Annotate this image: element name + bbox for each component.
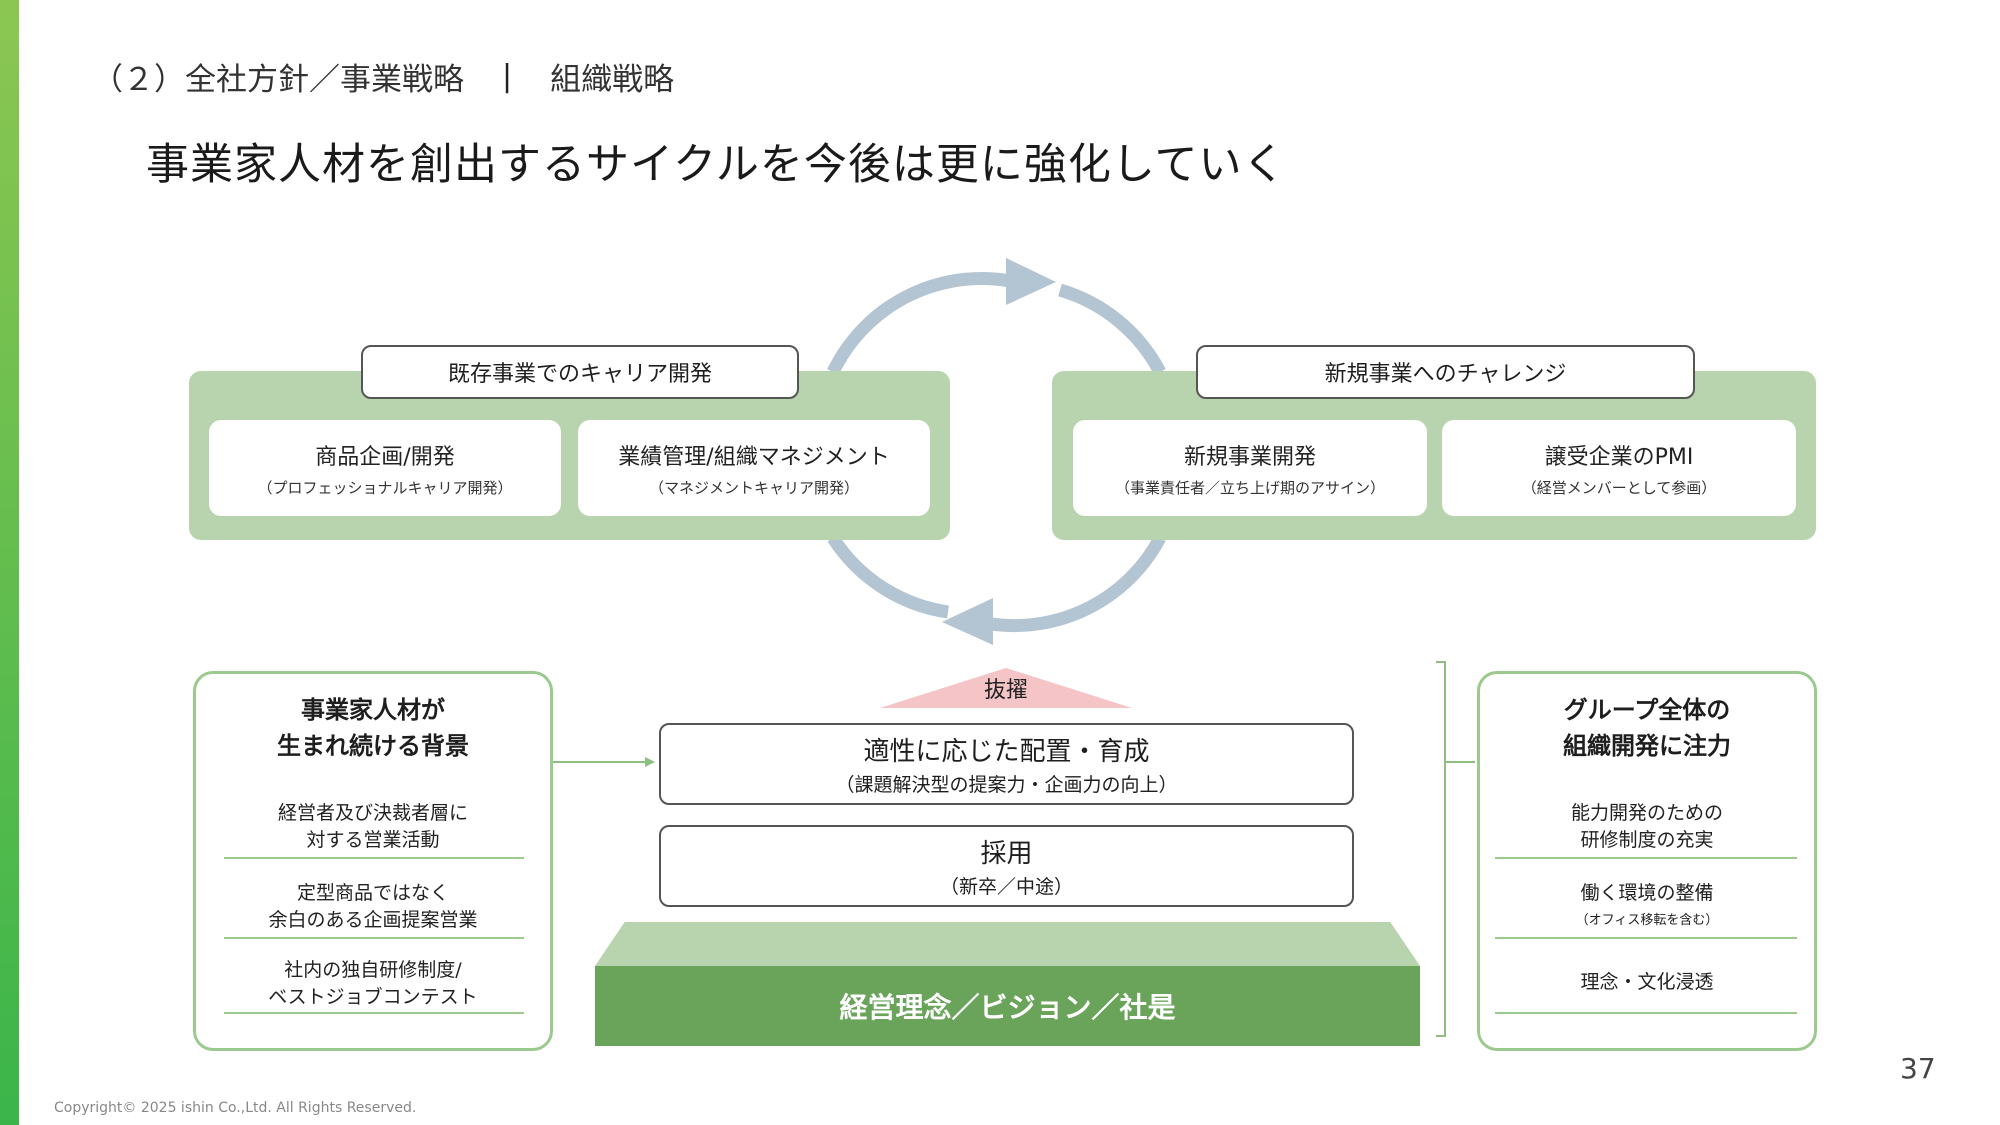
- hiring-subtitle: （新卒／中途）: [939, 876, 1073, 898]
- title-line: グループ全体の: [1563, 696, 1731, 724]
- background-item: 経営者及び決裁者層に 対する営業活動: [196, 800, 550, 854]
- foundation-block: 経営理念／ビジョン／社是: [595, 966, 1420, 1046]
- background-box-title: 事業家人材が 生まれ続ける背景: [196, 692, 550, 764]
- group-box: グループ全体の 組織開発に注力 能力開発のための 研修制度の充実 働く環境の整備…: [1477, 671, 1817, 1051]
- card-title: 商品企画/開発: [315, 444, 455, 470]
- connector-arrowhead: [645, 757, 655, 767]
- cycle-arc-top-right: [1058, 283, 1166, 376]
- group-item: 能力開発のための 研修制度の充実: [1480, 800, 1814, 854]
- hiring-box: 採用 （新卒／中途）: [659, 825, 1354, 907]
- divider: [1495, 1012, 1797, 1014]
- item-line: 理念・文化浸透: [1580, 971, 1714, 993]
- cycle-arc-top-left: [827, 272, 1022, 375]
- divider: [1495, 937, 1797, 939]
- card-subtitle: （経営メンバーとして参画）: [1521, 478, 1717, 497]
- card-title: 業績管理/組織マネジメント: [618, 444, 890, 470]
- item-line: 研修制度の充実: [1580, 829, 1714, 851]
- cycle-arrowhead-top: [1006, 258, 1056, 305]
- placement-title: 適性に応じた配置・育成: [863, 737, 1150, 767]
- divider: [224, 857, 524, 859]
- item-line: 働く環境の整備: [1580, 882, 1714, 904]
- background-box: 事業家人材が 生まれ続ける背景 経営者及び決裁者層に 対する営業活動 定型商品で…: [193, 671, 553, 1051]
- page-title: 事業家人材を創出するサイクルを今後は更に強化していく: [146, 140, 1287, 190]
- card-subtitle: （プロフェッショナルキャリア開発）: [257, 478, 513, 497]
- placement-subtitle: （課題解決型の提案力・企画力の向上）: [835, 774, 1178, 796]
- group-item: 働く環境の整備 （オフィス移転を含む）: [1480, 880, 1814, 934]
- card-title: 譲受企業のPMI: [1544, 444, 1694, 470]
- foundation-top-bevel: [595, 922, 1420, 966]
- placement-box: 適性に応じた配置・育成 （課題解決型の提案力・企画力の向上）: [659, 723, 1354, 805]
- group-item: 理念・文化浸透: [1480, 969, 1814, 996]
- product-planning-card: 商品企画/開発 （プロフェッショナルキャリア開発）: [209, 420, 561, 516]
- group-box-title: グループ全体の 組織開発に注力: [1480, 692, 1814, 764]
- performance-management-card: 業績管理/組織マネジメント （マネジメントキャリア開発）: [578, 420, 930, 516]
- divider: [224, 1012, 524, 1014]
- new-business-label: 新規事業へのチャレンジ: [1196, 345, 1695, 399]
- item-line: 能力開発のための: [1570, 802, 1723, 824]
- section-label: （２）全社方針／事業戦略: [92, 61, 464, 98]
- accent-side-bar: [0, 0, 19, 1125]
- item-line: 社内の独自研修制度/: [284, 959, 462, 981]
- item-line: ベストジョブコンテスト: [268, 986, 478, 1008]
- new-business-development-card: 新規事業開発 （事業責任者／立ち上げ期のアサイン）: [1073, 420, 1427, 516]
- item-line: 経営者及び決裁者層に: [277, 802, 468, 824]
- cycle-arc-bottom-right: [978, 534, 1166, 633]
- divider: [1495, 857, 1797, 859]
- copyright-text: Copyright© 2025 ishin Co.,Ltd. All Right…: [54, 1100, 417, 1116]
- title-line: 組織開発に注力: [1563, 732, 1731, 760]
- right-bracket: [1436, 661, 1446, 1037]
- subsection-label: 組織戦略: [550, 61, 675, 98]
- existing-business-label: 既存事業でのキャリア開発: [361, 345, 799, 399]
- title-line: 事業家人材が: [301, 696, 445, 724]
- section-header: （２）全社方針／事業戦略 | 組織戦略: [92, 52, 674, 100]
- background-item: 社内の独自研修制度/ ベストジョブコンテスト: [196, 957, 550, 1011]
- card-subtitle: （事業責任者／立ち上げ期のアサイン）: [1114, 478, 1385, 497]
- title-line: 生まれ続ける背景: [277, 732, 469, 760]
- hiring-title: 採用: [980, 839, 1033, 869]
- item-line: （オフィス移転を含む）: [1575, 913, 1719, 928]
- divider: [224, 937, 524, 939]
- item-line: 定型商品ではなく: [296, 882, 449, 904]
- card-subtitle: （マネジメントキャリア開発）: [648, 478, 859, 497]
- background-item: 定型商品ではなく 余白のある企画提案営業: [196, 880, 550, 934]
- item-line: 対する営業活動: [306, 829, 440, 851]
- pmi-card: 譲受企業のPMI （経営メンバーとして参画）: [1442, 420, 1796, 516]
- item-line: 余白のある企画提案営業: [268, 909, 478, 931]
- cycle-arrowhead-bottom: [942, 598, 993, 645]
- page-number: 37: [1900, 1052, 1936, 1085]
- promotion-label: 抜擢: [983, 678, 1028, 703]
- card-title: 新規事業開発: [1183, 444, 1316, 470]
- header-separator: |: [502, 58, 513, 94]
- cycle-arc-bottom-left: [827, 534, 949, 619]
